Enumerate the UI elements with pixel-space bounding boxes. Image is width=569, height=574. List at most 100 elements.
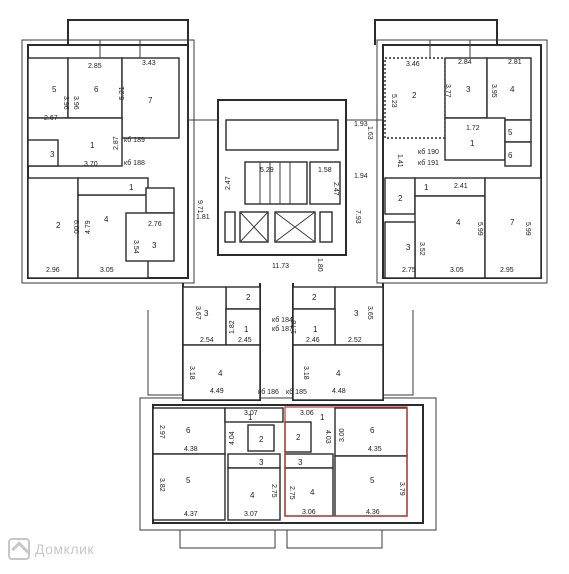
label: 2.46 [306,337,320,344]
label: 3.18 [302,366,309,380]
label: 2.47 [332,182,339,196]
middle-rooms [182,286,384,401]
room-number: 6 [186,426,191,435]
label: 5.99 [476,222,483,236]
label: 1.93 [354,121,368,128]
label: 2.41 [454,183,468,190]
core-rooms [224,119,341,243]
label: 1.41 [396,154,403,168]
room-number: 6 [508,151,513,160]
label: 4.03 [324,430,331,444]
label: 4.04 [229,431,236,445]
room-number: 2 [296,433,301,442]
label: 4.38 [184,446,198,453]
label: 2.87 [113,136,120,150]
label: 1.81 [196,214,210,221]
label: 5.23 [390,94,397,108]
label: кб 186 [258,388,279,396]
label: 1.94 [354,173,368,180]
bottom-rooms [152,406,408,521]
house-logo-icon [8,538,30,560]
label: 2.81 [508,59,522,66]
label: 11.73 [272,263,289,270]
label: 3.05 [100,267,114,274]
label: 3.54 [132,240,139,254]
label: 3.46 [406,61,420,68]
room-number: 3 [204,309,209,318]
room-number: 3 [466,85,471,94]
label: 1.58 [318,167,332,174]
room-number: 4 [510,85,515,94]
room-number: 1 [424,183,429,192]
label: 3.82 [158,478,165,492]
label: 6.00 [72,220,79,234]
room-number: 4 [456,218,461,227]
room-number: 1 [470,139,475,148]
room-number: 2 [412,91,417,100]
label: 1.78 [291,320,298,334]
label: 5.99 [524,222,531,236]
label: 1.80 [316,258,323,272]
room-number: 5 [52,85,57,94]
room-number: 4 [104,215,109,224]
label: 7.93 [354,210,361,224]
label: 3.95 [490,84,497,98]
room-number: 1 [129,183,134,192]
label: 1.82 [229,320,236,334]
label: 2.75 [270,484,277,498]
label: кб 190 [418,148,439,156]
label: 3.06 [300,410,314,417]
label: 2.85 [88,63,102,70]
room-number: 5 [508,128,513,137]
label: 3.18 [188,366,195,380]
label: 2.45 [238,337,252,344]
room-number: 1 [313,325,318,334]
label: кб 187 [272,325,293,333]
label: 4.35 [368,446,382,453]
label: 5.29 [260,167,274,174]
label: 4.36 [366,509,380,516]
watermark: Домклик [8,538,94,560]
label: 9.71 [196,200,203,214]
label: 5.21 [119,86,126,100]
label: 3.70 [84,161,98,168]
label: 2.76 [148,221,162,228]
room-number: 5 [370,476,375,485]
watermark-text: Домклик [35,541,94,557]
right-wing-rooms [384,40,542,279]
room-number: 2 [246,293,251,302]
label: 4.48 [332,388,346,395]
left-wing-rooms [27,40,180,279]
room-number: 3 [50,150,55,159]
label: 3.05 [450,267,464,274]
room-number: 1 [248,413,253,422]
label: 3.96 [62,96,69,110]
label: 1.63 [366,126,373,140]
label: 2.52 [348,337,362,344]
label: 3.07 [244,511,258,518]
label: 2.95 [500,267,514,274]
room-number: 2 [56,221,61,230]
room-number: 1 [244,325,249,334]
label: 4.79 [85,220,92,234]
room-number: 3 [152,241,157,250]
label: кб 188 [124,159,145,167]
label: 4.49 [210,388,224,395]
label: 3.96 [72,96,79,110]
room-number: 4 [336,369,341,378]
labels: 2.85 3.43 5 3.96 6 3.96 5.21 7 2.67 1 2.… [44,59,531,518]
label: 2.67 [44,115,58,122]
room-number: 6 [94,85,99,94]
label: 3.77 [444,84,451,98]
room-number: 3 [298,458,303,467]
room-number: 3 [259,458,264,467]
label: 3.52 [418,242,425,256]
room-number: 2 [312,293,317,302]
room-number: 3 [406,243,411,252]
label: 2.47 [225,176,232,190]
room-number: 7 [148,96,153,105]
label: 2.97 [158,425,165,439]
label: 3.79 [398,482,405,496]
room-number: 6 [370,426,375,435]
label: 3.67 [194,306,201,320]
